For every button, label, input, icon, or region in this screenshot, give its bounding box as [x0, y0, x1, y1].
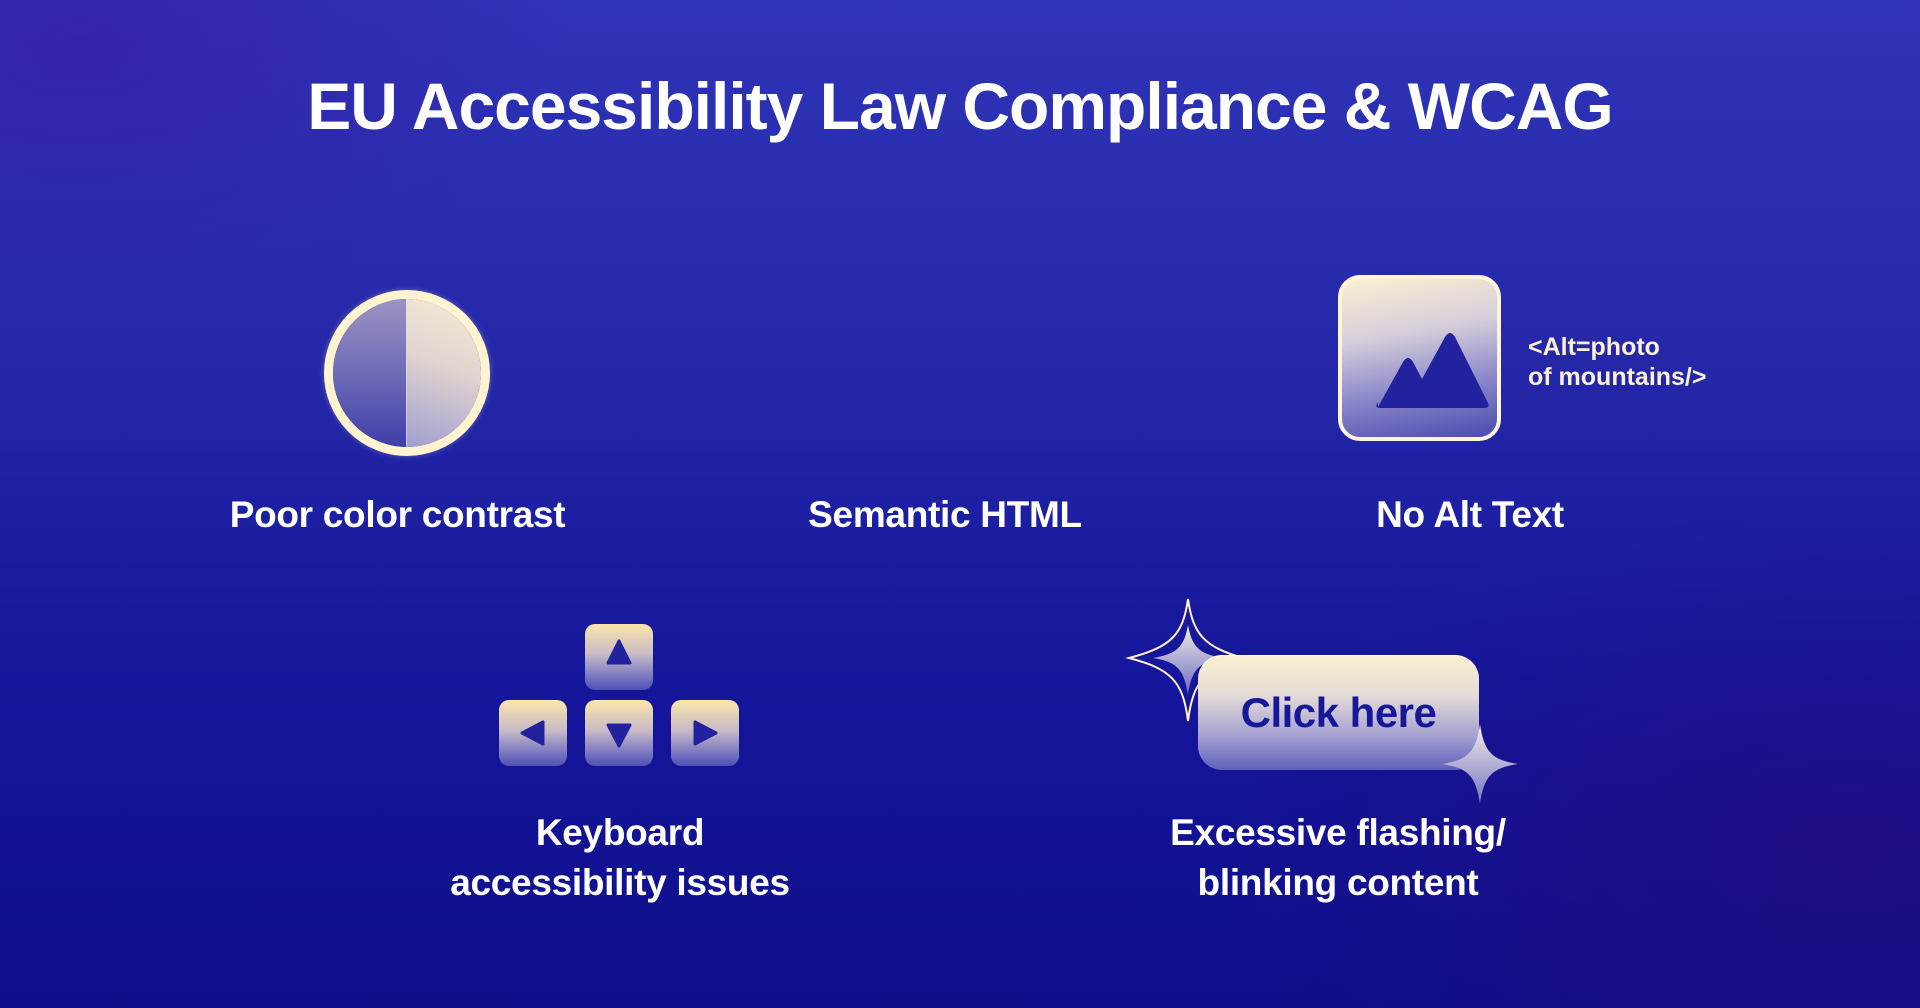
label-keyboard-line-2: accessibility issues — [450, 862, 790, 903]
contrast-light-half — [406, 299, 481, 447]
sparkle-outline-icon — [1125, 598, 1245, 722]
alt-text-annotation: <Alt=photo of mountains/> — [1528, 332, 1706, 392]
alt-text-line-1: <Alt=photo — [1528, 333, 1660, 361]
arrow-up-key-icon — [585, 624, 653, 690]
label-poor-color-contrast: Poor color contrast — [229, 494, 566, 535]
click-here-text: Click here — [1240, 688, 1437, 736]
arrow-left-key-icon — [499, 700, 567, 766]
label-flashing-line-1: Excessive flashing/ — [1170, 812, 1506, 853]
half-contrast-circle-icon — [324, 290, 490, 456]
click-here-button-illustration: Click here — [1198, 655, 1479, 770]
arrow-right-key-icon — [671, 700, 739, 766]
contrast-dark-half — [333, 299, 407, 447]
alt-text-line-2: of mountains/> — [1528, 363, 1707, 391]
mountain-image-icon — [1338, 275, 1501, 441]
sparkle-icon — [1442, 724, 1518, 804]
label-keyboard-line-1: Keyboard — [535, 812, 705, 853]
label-no-alt-text: No Alt Text — [1376, 494, 1564, 535]
mountain-icon — [1376, 333, 1489, 408]
label-semantic-html: Semantic HTML — [808, 494, 1082, 535]
label-flashing-line-2: blinking content — [1197, 862, 1479, 903]
label-flashing: Excessive flashing/ blinking content — [1138, 808, 1538, 908]
slide-title: EU Accessibility Law Compliance & WCAG — [307, 69, 1614, 143]
arrow-down-key-icon — [585, 700, 653, 766]
arrow-keys-icon — [499, 624, 741, 767]
label-keyboard: Keyboard accessibility issues — [420, 808, 820, 908]
